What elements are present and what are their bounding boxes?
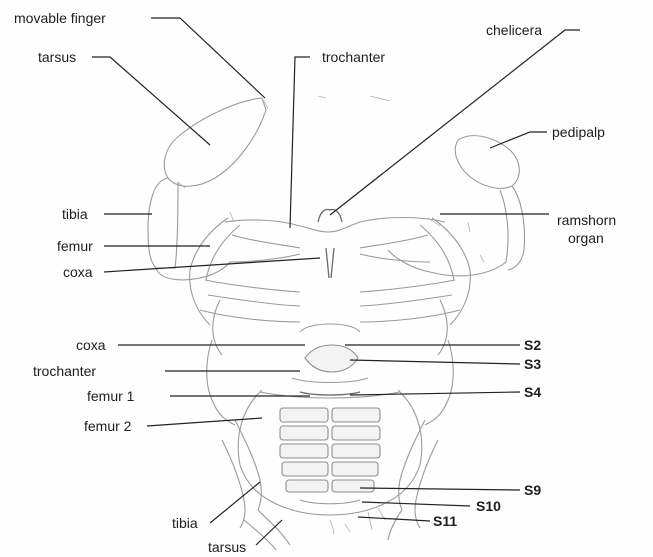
label-coxa-mid: coxa [76,337,106,353]
label-femur-top: femur [57,238,93,254]
label-ramshorn-line2: organ [568,230,604,246]
prosoma-drawing [190,210,484,426]
leader-tarsus-bottom [256,520,282,545]
label-tarsus-bottom: tarsus [208,539,246,555]
label-femur-1: femur 1 [87,388,135,404]
label-s11: S11 [433,513,457,529]
label-trochanter-top: trochanter [322,49,385,65]
label-chelicera: chelicera [486,22,542,38]
hind-legs-drawing [222,420,438,550]
leader-pedipalp [490,132,547,148]
label-tibia-bottom: tibia [172,515,198,531]
label-tarsus-top: tarsus [38,49,76,65]
leader-tarsus-top [92,57,210,145]
label-ramshorn-line1: ramshorn [557,212,616,228]
leader-s3 [350,360,520,364]
leader-s9 [360,488,520,490]
left-pedipalp-drawing [148,98,268,280]
label-femur-2: femur 2 [84,418,132,434]
label-s10: S10 [476,498,501,514]
label-trochanter-mid: trochanter [33,363,96,379]
leader-movable-finger [151,18,265,98]
label-s9: S9 [524,482,541,498]
leader-femur-2 [147,418,262,426]
label-coxa-top: coxa [63,264,93,280]
specimen-illustration [148,96,525,550]
leader-s11 [358,517,430,521]
label-movable-finger: movable finger [14,10,106,26]
label-s4: S4 [524,384,541,400]
leader-tibia-bottom [210,482,260,523]
label-s2: S2 [524,337,541,353]
right-pedipalp-drawing [388,136,525,276]
label-s3: S3 [524,356,541,372]
label-tibia-top: tibia [62,206,88,222]
sternite-plates [280,408,380,492]
leader-s4 [350,392,520,395]
opisthosoma-drawing [238,324,422,534]
label-pedipalp: pedipalp [552,124,605,140]
leader-trochanter-top [290,57,310,228]
